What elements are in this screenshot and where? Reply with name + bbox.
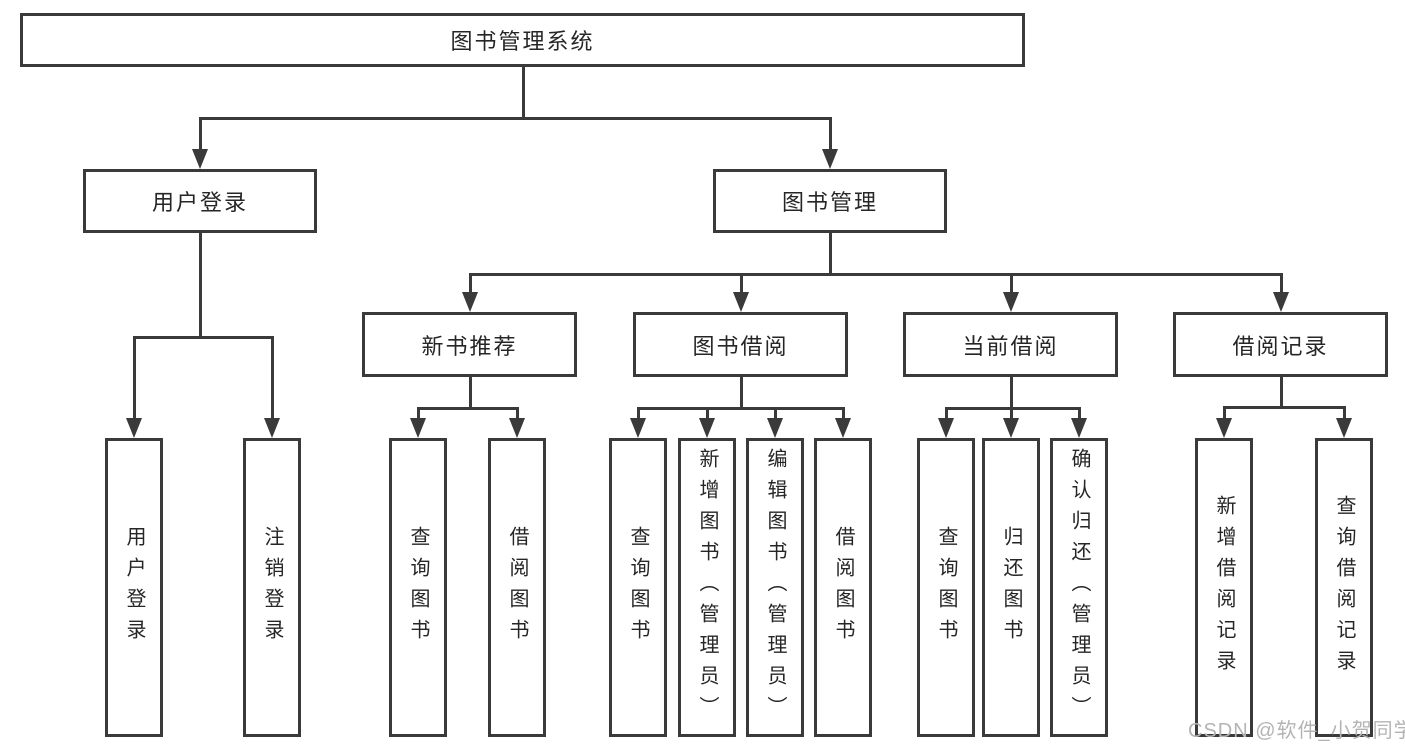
- node-leaf-add-book-admin: 新增图书（管理员）: [678, 438, 736, 737]
- node-new-book-recommend: 新书推荐: [362, 312, 577, 377]
- connector-line: [842, 407, 845, 420]
- connector-line: [1223, 406, 1226, 420]
- node-leaf-add-borrow-record: 新增借阅记录: [1195, 438, 1253, 737]
- arrow-down-icon: [1336, 418, 1352, 438]
- arrow-down-icon: [264, 418, 280, 438]
- connector-line: [199, 233, 202, 339]
- node-leaf-borrow-book-2: 借阅图书: [814, 438, 872, 737]
- node-leaf-query-book-2: 查询图书: [609, 438, 667, 737]
- connector-line: [133, 336, 136, 420]
- connector-line: [1280, 377, 1283, 409]
- node-leaf-logout: 注销登录: [243, 438, 301, 737]
- arrow-down-icon: [835, 418, 851, 438]
- connector-line: [740, 273, 743, 294]
- connector-line: [199, 117, 202, 151]
- connector-line: [1223, 406, 1346, 409]
- connector-line: [1010, 377, 1013, 410]
- connector-line: [706, 407, 709, 420]
- connector-line: [1078, 407, 1081, 420]
- connector-line: [469, 377, 472, 410]
- arrow-down-icon: [630, 418, 646, 438]
- node-leaf-user-login: 用户登录: [105, 438, 163, 737]
- connector-line: [417, 407, 420, 420]
- connector-line: [637, 407, 640, 420]
- connector-line: [522, 67, 525, 120]
- arrow-down-icon: [938, 418, 954, 438]
- node-current-borrowing: 当前借阅: [903, 312, 1118, 377]
- node-leaf-query-book-3: 查询图书: [917, 438, 975, 737]
- node-leaf-query-book-1: 查询图书: [389, 438, 447, 737]
- arrow-down-icon: [1216, 418, 1232, 438]
- arrow-down-icon: [733, 292, 749, 312]
- node-library-system: 图书管理系统: [20, 13, 1025, 67]
- connector-line: [740, 377, 743, 410]
- arrow-down-icon: [509, 418, 525, 438]
- connector-line: [469, 273, 472, 294]
- arrow-down-icon: [1071, 418, 1087, 438]
- arrow-down-icon: [192, 149, 208, 169]
- arrow-down-icon: [1273, 292, 1289, 312]
- arrow-down-icon: [410, 418, 426, 438]
- connector-line: [774, 407, 777, 420]
- connector-line: [1343, 406, 1346, 420]
- connector-line: [945, 407, 1081, 410]
- node-user-login: 用户登录: [83, 169, 317, 233]
- connector-line: [199, 117, 832, 120]
- connector-line: [1010, 407, 1013, 420]
- connector-line: [1280, 273, 1283, 294]
- node-leaf-return-book: 归还图书: [982, 438, 1040, 737]
- node-borrow-records: 借阅记录: [1173, 312, 1388, 377]
- arrow-down-icon: [1003, 292, 1019, 312]
- connector-line: [516, 407, 519, 420]
- arrow-down-icon: [699, 418, 715, 438]
- node-leaf-edit-book-admin: 编辑图书（管理员）: [746, 438, 804, 737]
- connector-line: [417, 407, 519, 410]
- connector-line: [469, 273, 1283, 276]
- node-leaf-query-borrow-record: 查询借阅记录: [1315, 438, 1373, 737]
- connector-line: [1010, 273, 1013, 294]
- connector-line: [133, 336, 274, 339]
- arrow-down-icon: [1003, 418, 1019, 438]
- node-book-management: 图书管理: [713, 169, 947, 233]
- connector-line: [271, 336, 274, 420]
- node-leaf-borrow-book-1: 借阅图书: [488, 438, 546, 737]
- arrow-down-icon: [462, 292, 478, 312]
- node-leaf-confirm-return-admin: 确认归还（管理员）: [1050, 438, 1108, 737]
- node-book-borrowing: 图书借阅: [633, 312, 848, 377]
- connector-line: [945, 407, 948, 420]
- watermark: CSDN @软件_小贺同学: [1188, 720, 1405, 742]
- connector-line: [637, 407, 845, 410]
- arrow-down-icon: [767, 418, 783, 438]
- arrow-down-icon: [822, 149, 838, 169]
- arrow-down-icon: [126, 418, 142, 438]
- connector-line: [829, 117, 832, 151]
- connector-line: [829, 233, 832, 276]
